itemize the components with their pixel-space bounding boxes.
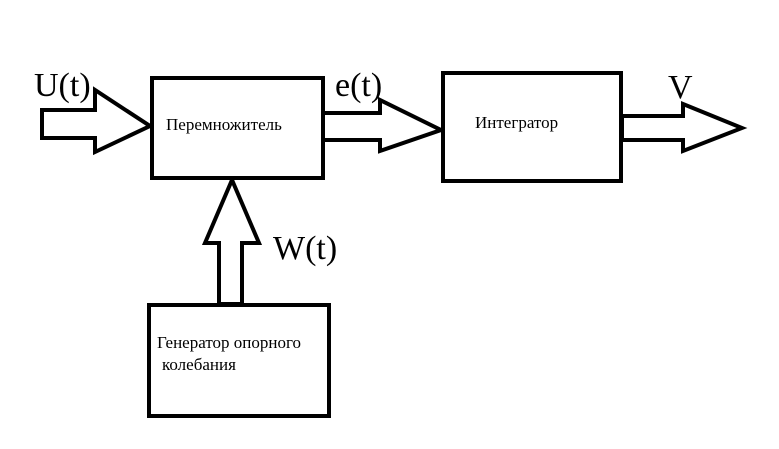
generator-label-line1: Генератор опорного [157, 333, 301, 352]
product-arrow [320, 96, 447, 154]
input-arrow [40, 86, 155, 156]
generator-label-line2: колебания [162, 355, 236, 374]
generator-block [147, 303, 331, 418]
integrator-label: Интегратор [475, 113, 558, 132]
integrator-block [441, 71, 623, 183]
product-signal-label: e(t) [335, 67, 382, 104]
output-arrow [620, 101, 748, 154]
reference-signal-label: W(t) [273, 230, 337, 267]
input-signal-label: U(t) [34, 67, 91, 104]
multiplier-label: Перемножитель [166, 115, 282, 134]
multiplier-block [150, 76, 325, 180]
reference-arrow [201, 174, 263, 306]
output-signal-label: V [668, 69, 693, 106]
